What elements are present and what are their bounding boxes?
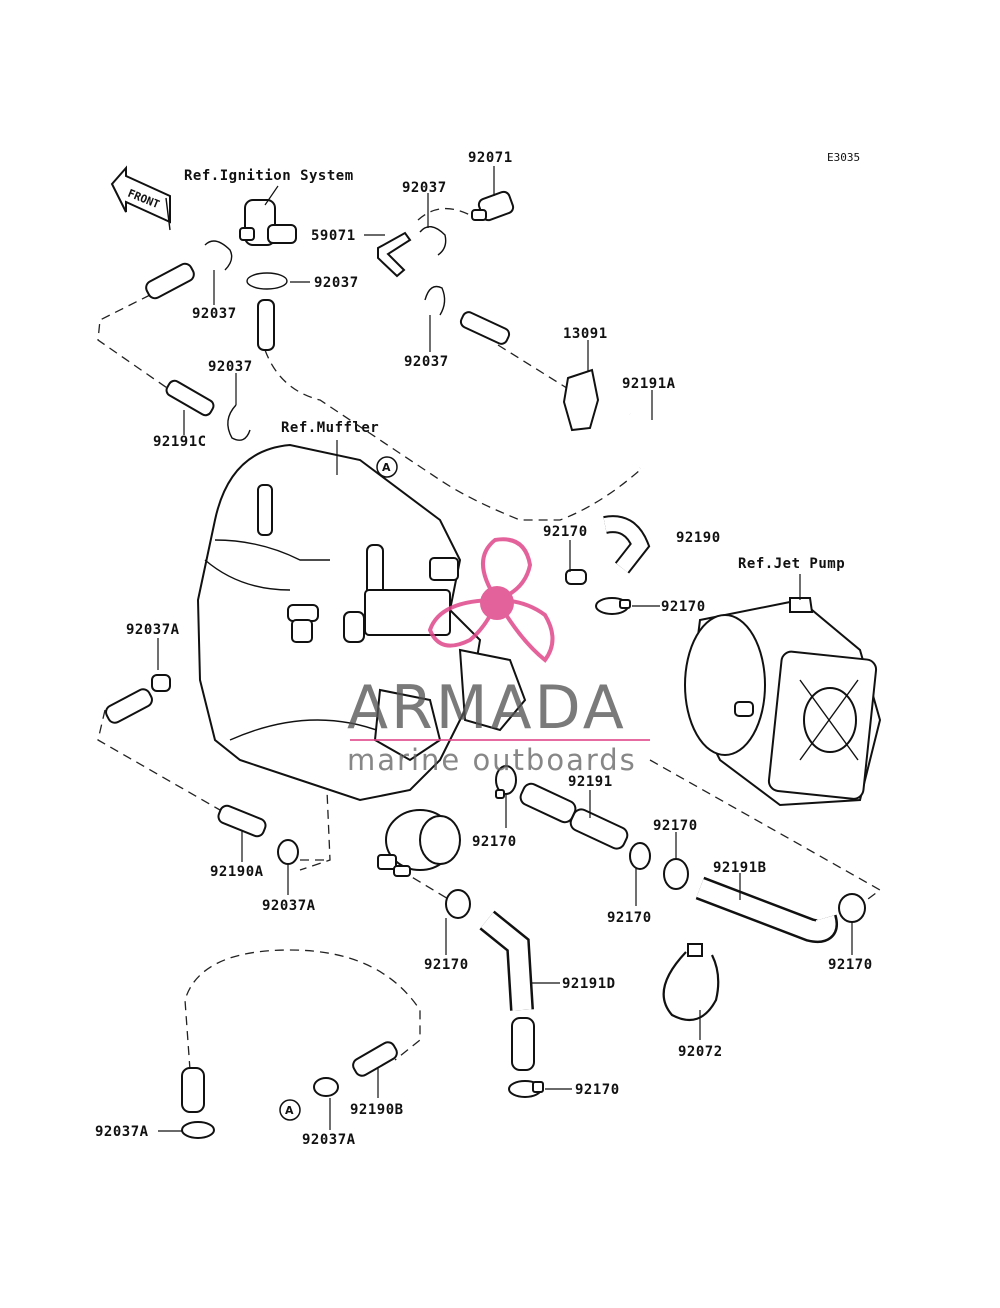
hose-92191C [165,379,215,417]
muffler-assembly [196,443,527,877]
part-label: 92170 [828,957,873,973]
part-label: 92191D [562,976,616,992]
ref-muffler: Ref.Muffler [281,420,379,436]
part-label: 92191 [568,774,613,790]
upper-hose-center [257,299,275,351]
ignition-fitting [239,185,297,246]
clamp-92170-c [495,765,517,799]
part-label: 92037A [95,1124,149,1140]
propeller-logo-icon [427,537,555,663]
marker-a-bottom-letter: A [285,1104,294,1117]
marker-a-top: A [376,456,398,478]
marker-a-bottom: A [279,1099,301,1121]
part-label: 92037 [404,354,449,370]
clamp-92170-g [838,893,866,923]
part-label: 92071 [468,150,513,166]
part-label: 92170 [424,957,469,973]
ring-clip-1 [204,240,233,271]
diagram-code: E3035 [827,151,860,164]
ref-ignition-system: Ref.Ignition System [184,168,354,184]
clamp-92170-f [445,889,471,919]
clamp-92170-d [629,842,651,870]
part-label: 92170 [472,834,517,850]
part-label: 92037 [192,306,237,322]
part-label: 92190 [676,530,721,546]
part-label: 13091 [563,326,608,342]
clamp-92170-a [565,569,587,585]
clamp-92037A-a [151,674,171,692]
clamp-92037A-d [313,1077,339,1097]
hose-92191A [629,410,678,472]
part-label: 92037A [262,898,316,914]
ring-clip-5 [227,404,251,441]
part-label: 92191C [153,434,207,450]
part-label: 92170 [607,910,652,926]
clamp-92037A-b [277,839,299,865]
hose-left-92037A-area [105,688,153,724]
watermark-brand: ARMADA [347,673,627,743]
elbow-59071 [377,231,412,278]
leader-lines [157,166,853,1132]
part-label: 92072 [678,1044,723,1060]
front-arrow-icon: FRONT [110,165,171,231]
ref-jet-pump: Ref.Jet Pump [738,556,845,572]
ring-clip-3 [419,226,447,256]
upper-hose-left [145,262,195,300]
armada-watermark: ARMADA marine outboards [347,537,650,777]
hose-92191B [695,876,838,944]
part-label: 92170 [543,524,588,540]
block-13091 [562,368,600,432]
hose-92191 [519,782,629,850]
band-92072 [662,943,720,1022]
watermark-tagline: marine outboards [347,743,637,777]
clamp-92170-e [663,858,689,890]
part-label: 92037A [302,1132,356,1148]
part-label: 92190B [350,1102,404,1118]
part-label: 92037 [208,359,253,375]
part-label: 92170 [653,818,698,834]
hose-92190A [217,804,267,838]
hose-bottom-left [181,1067,205,1113]
marker-a-top-letter: A [382,461,391,474]
part-label: 92037A [126,622,180,638]
clamp-92170-b [595,597,631,615]
hose-92190 [603,515,651,574]
hose-upper-right [459,311,511,345]
ring-clip-4 [424,285,446,316]
part-labels: 92071 92037 59071 92037 92037 92037 1309… [95,150,873,1148]
part-label: 92191B [713,860,767,876]
part-label: 59071 [311,228,356,244]
hose-92190B [352,1041,398,1077]
clamp-92170-h [508,1080,544,1098]
part-label: 92170 [575,1082,620,1098]
hose-92191D [479,910,535,1071]
fitting-92071 [471,190,515,222]
jet-pump-assembly [684,597,882,807]
clamp-92037A-c [181,1121,215,1139]
part-label: 92037 [402,180,447,196]
part-label: 92170 [661,599,706,615]
ring-clip-2 [246,272,288,290]
part-label: 92191A [622,376,676,392]
part-label: 92190A [210,864,264,880]
part-label: 92037 [314,275,359,291]
